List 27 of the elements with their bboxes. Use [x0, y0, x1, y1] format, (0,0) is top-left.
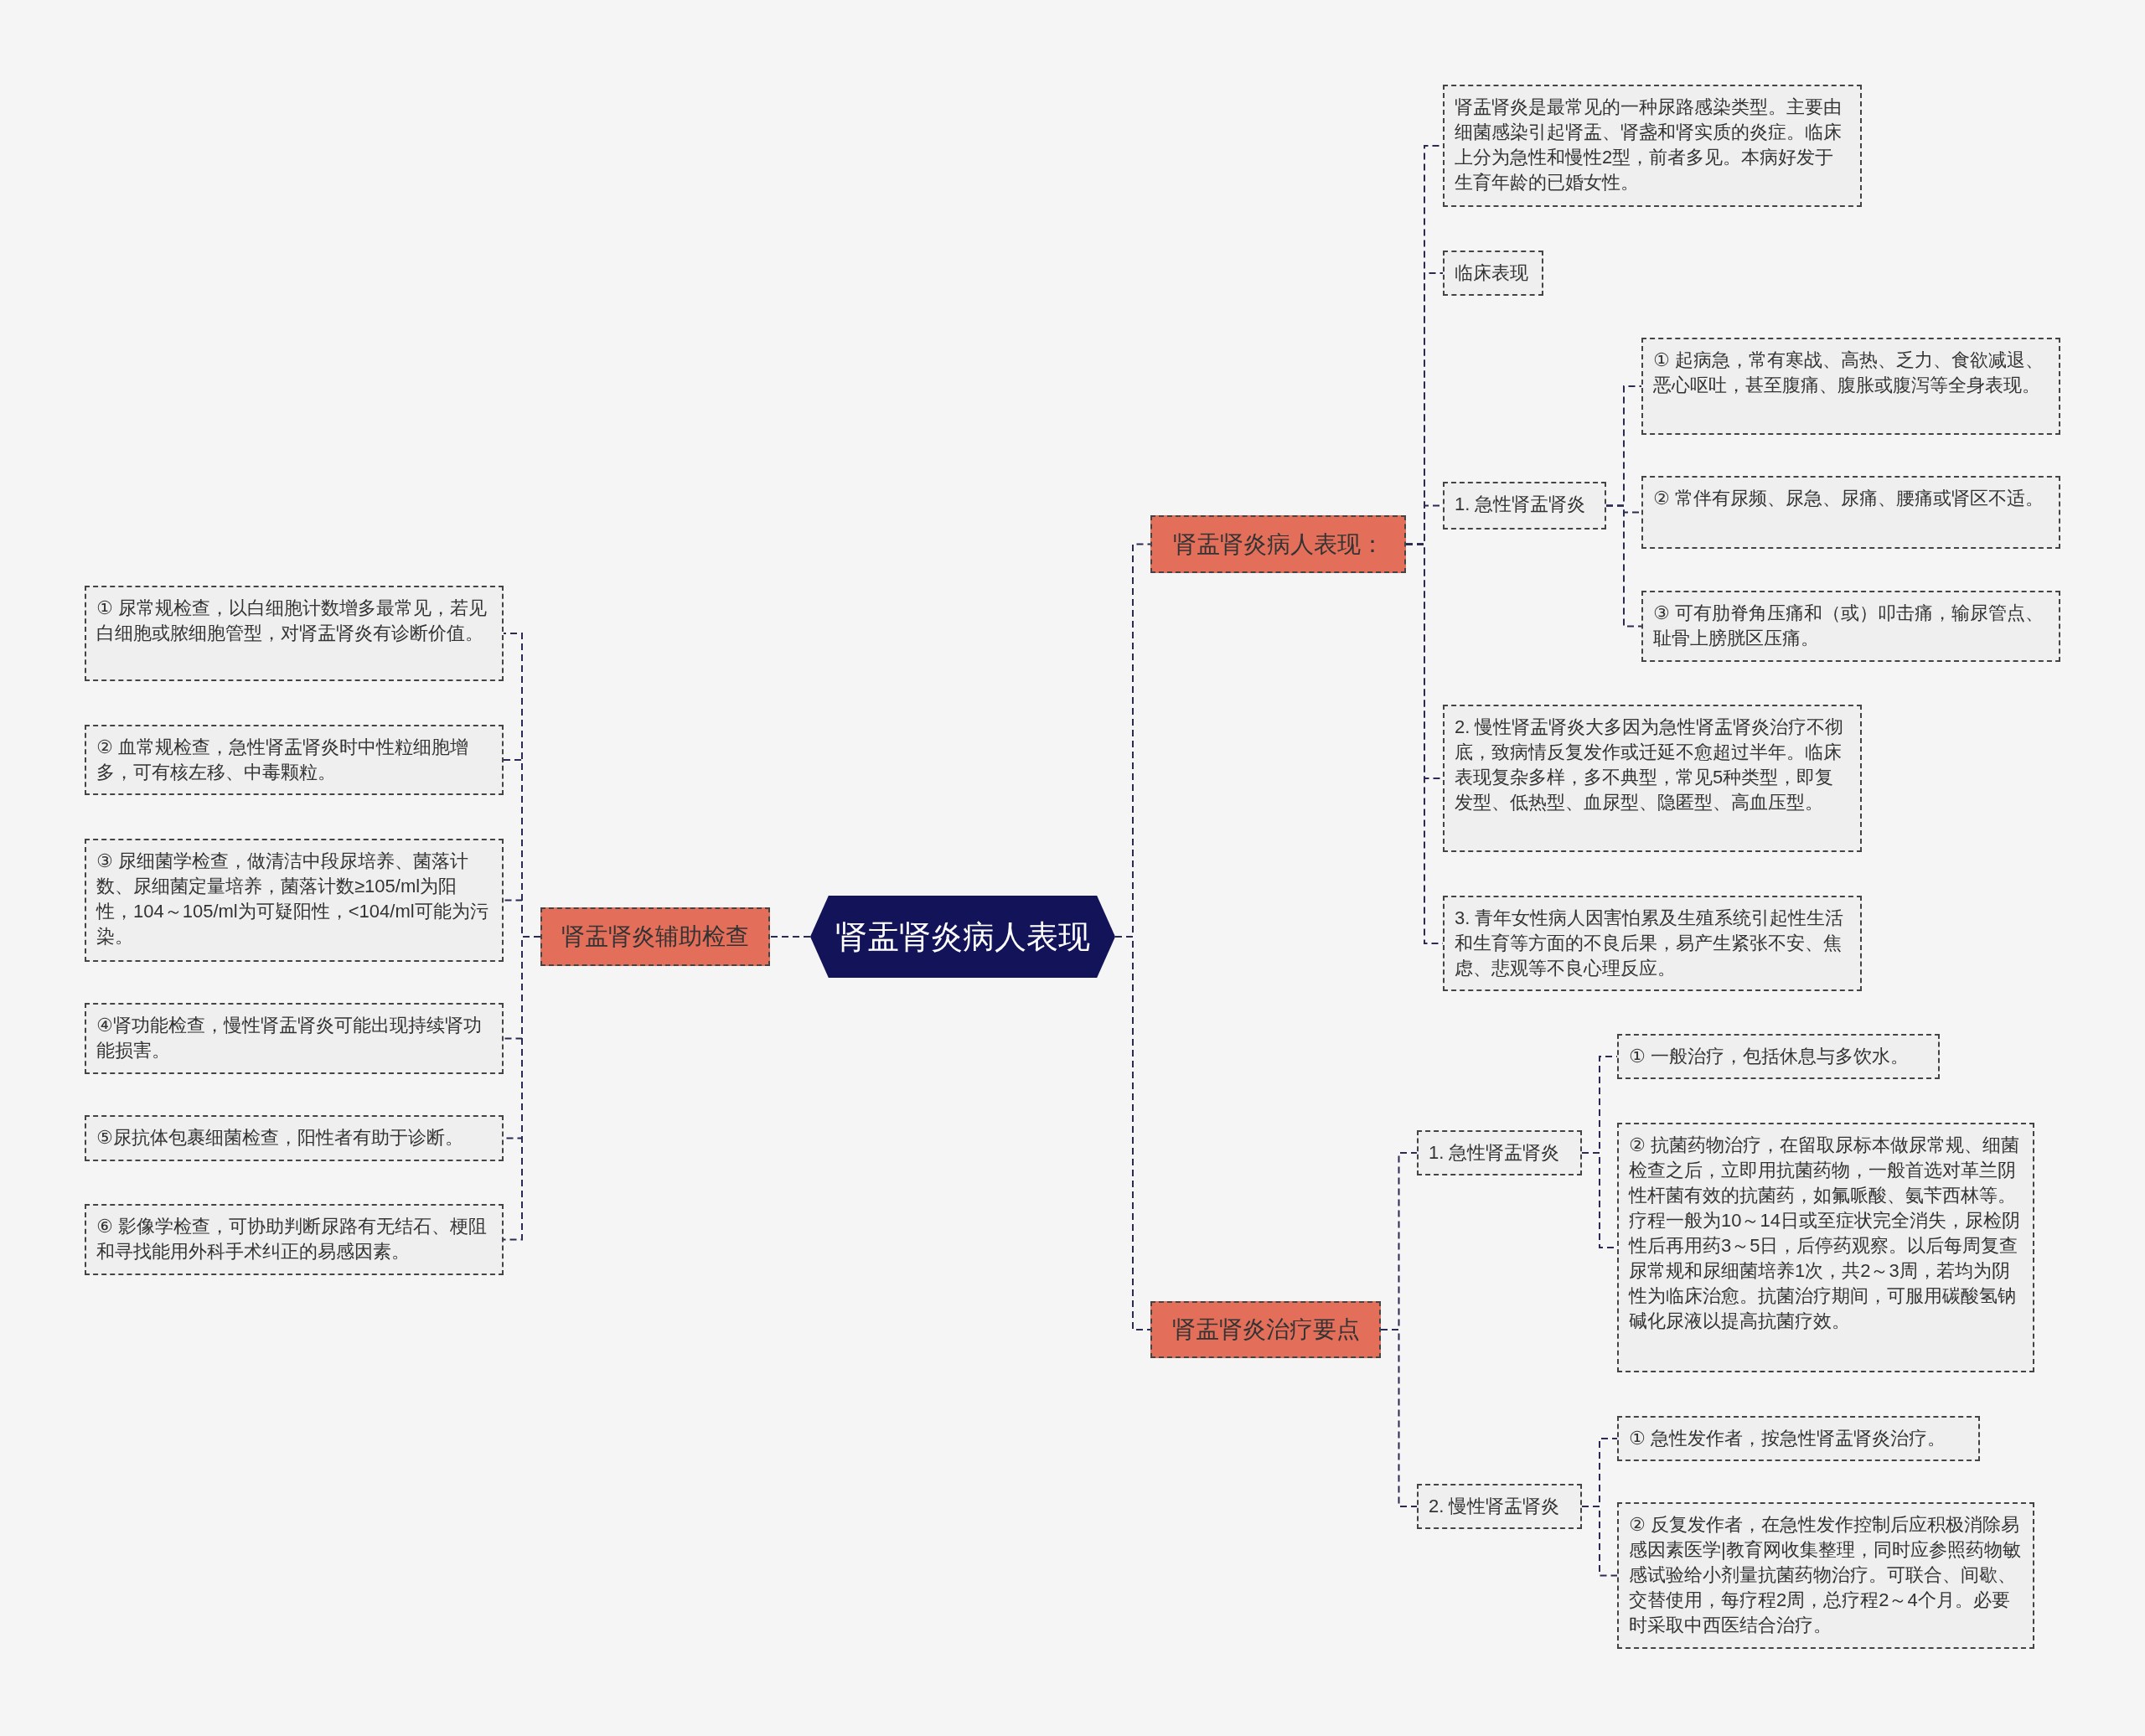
text-box: ③ 尿细菌学检查，做清洁中段尿培养、菌落计数、尿细菌定量培养，菌落计数≥105/ml为阳性，104～105/ml为可疑阳性，<104/ml可能为污染。	[85, 839, 504, 962]
text-box: 2. 慢性肾盂肾炎	[1417, 1484, 1582, 1529]
text-box: 1. 急性肾盂肾炎	[1417, 1130, 1582, 1175]
text-box: ② 反复发作者，在急性发作控制后应积极消除易感因素医学|教育网收集整理，同时应参照药物敏感试验给小剂量抗菌药物治疗。可联合、间歇、交替使用，每疗程2周，总疗程2～4个月。必要时采取中西医结合治疗。	[1617, 1502, 2034, 1649]
text-box: ⑥ 影像学检查，可协助判断尿路有无结石、梗阻和寻找能用外科手术纠正的易感因素。	[85, 1204, 504, 1275]
connector-line	[1380, 1329, 1418, 1507]
text-box: ⑤尿抗体包裹细菌检查，阳性者有助于诊断。	[85, 1115, 504, 1161]
text-box: 临床表现	[1443, 251, 1543, 296]
text-box: 2. 慢性肾盂肾炎大多因为急性肾盂肾炎治疗不彻底，致病情反复发作或迁延不愈超过半年。临床表现复杂多样，多不典型，常见5种类型，即复发型、低热型、血尿型、隐匿型、高血压型。	[1443, 705, 1862, 852]
text-box: ④肾功能检查，慢性肾盂肾炎可能出现持续肾功能损害。	[85, 1003, 504, 1074]
text-box: 3. 青年女性病人因害怕累及生殖系统引起性生活和生育等方面的不良后果，易产生紧张不安、焦虑、悲观等不良心理反应。	[1443, 896, 1862, 991]
branch-topic-box: 肾盂肾炎病人表现：	[1150, 515, 1406, 573]
text-box: ① 一般治疗，包括休息与多饮水。	[1617, 1034, 1940, 1079]
text-box: ① 急性发作者，按急性肾盂肾炎治疗。	[1617, 1416, 1980, 1461]
connector-line	[1605, 504, 1642, 628]
branch-topic-box: 肾盂肾炎辅助检查	[540, 907, 770, 966]
text-box: ② 抗菌药物治疗，在留取尿标本做尿常规、细菌检查之后，立即用抗菌药物，一般首选对革兰阴性杆菌有效的抗菌药，如氟哌酸、氨苄西林等。疗程一般为10～14日或至症状完全消失，尿检阴性后再用药3～5日，后停药观察。以后每周复查尿常规和尿细菌培养1次，共2～3周，若均为阴性为临床治愈。抗菌治疗期间，可服用碳酸氢钠碱化尿液以提高抗菌疗效。	[1617, 1123, 2034, 1372]
text-box: ② 常伴有尿频、尿急、尿痛、腰痛或肾区不适。	[1641, 476, 2060, 549]
text-box: ① 起病急，常有寒战、高热、乏力、食欲减退、恶心呕吐，甚至腹痛、腹胀或腹泻等全身表现。	[1641, 338, 2060, 435]
branch-topic-box: 肾盂肾炎治疗要点	[1150, 1301, 1381, 1358]
connector-line	[1581, 1506, 1618, 1577]
text-box: ① 尿常规检查，以白细胞计数增多最常见，若见白细胞或脓细胞管型，对肾盂肾炎有诊断价值。	[85, 586, 504, 681]
text-box: ② 血常规检查，急性肾盂肾炎时中性粒细胞增多，可有核左移、中毒颗粒。	[85, 725, 504, 795]
connector-line	[769, 936, 811, 938]
text-box: ③ 可有肋脊角压痛和（或）叩击痛，输尿管点、耻骨上膀胱区压痛。	[1641, 591, 2060, 662]
text-box: 1. 急性肾盂肾炎	[1443, 482, 1606, 530]
text-box: 肾盂肾炎是最常见的一种尿路感染类型。主要由细菌感染引起肾盂、肾盏和肾实质的炎症。临床上分为急性和慢性2型，前者多见。本病好发于生育年龄的已婚女性。	[1443, 85, 1862, 207]
